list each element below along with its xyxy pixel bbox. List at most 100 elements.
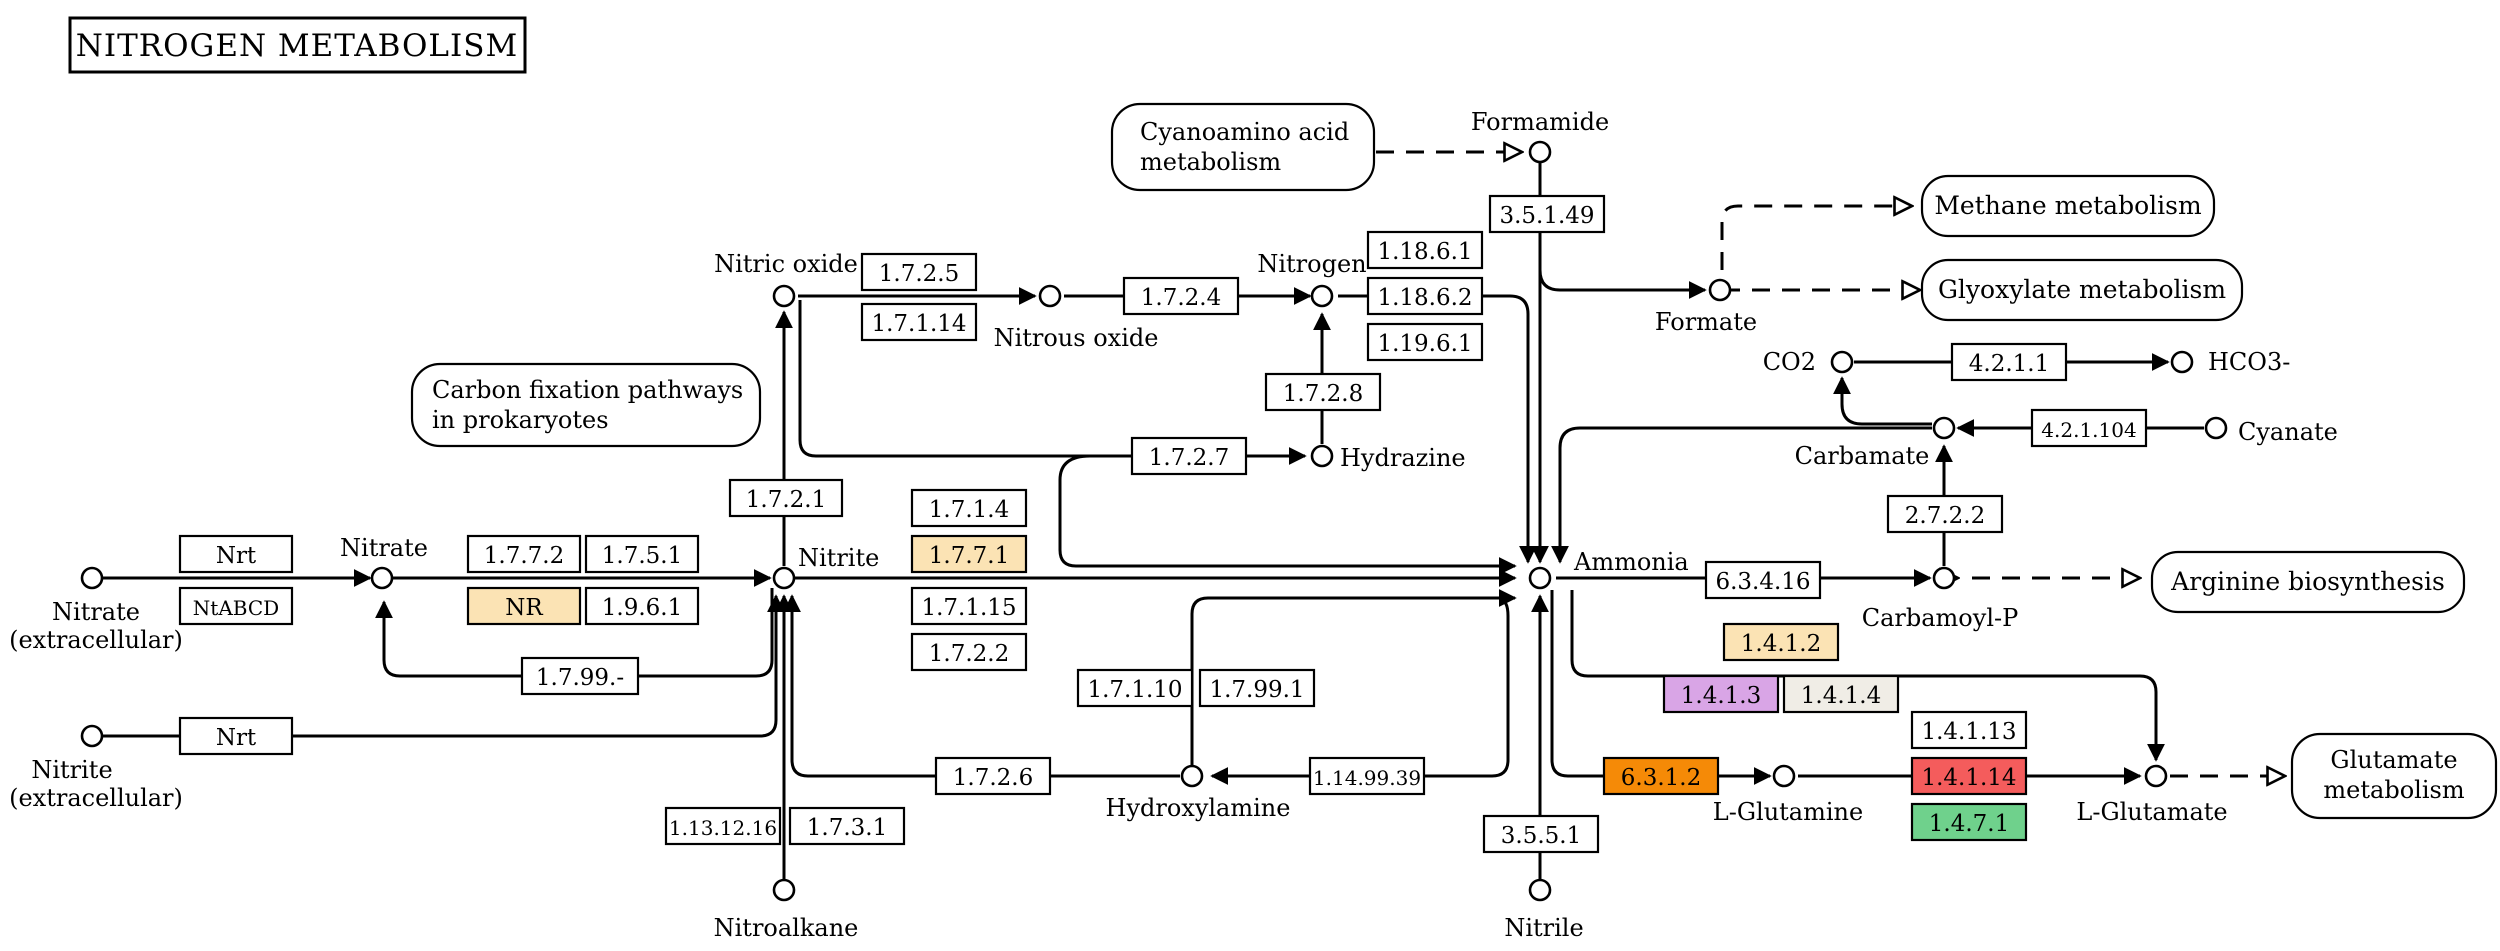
enzyme-nrt-2[interactable]: Nrt xyxy=(178,716,294,756)
enzyme-3-5-5-1[interactable]: 3.5.5.1 xyxy=(1482,814,1600,854)
enzyme-2-7-2-2[interactable]: 2.7.2.2 xyxy=(1886,494,2004,534)
node-formate[interactable] xyxy=(1708,278,1732,302)
node-nitrogen[interactable] xyxy=(1310,284,1334,308)
enzyme-1-9-6-1[interactable]: 1.9.6.1 xyxy=(584,586,700,626)
label-nitric-oxide: Nitric oxide xyxy=(714,250,858,278)
enzyme-1-7-2-8-label: 1.7.2.8 xyxy=(1283,381,1363,407)
node-nitrate-ext[interactable] xyxy=(80,566,104,590)
enzyme-1-4-1-3[interactable]: 1.4.1.3 xyxy=(1662,674,1780,714)
label-nitrate: Nitrate xyxy=(340,534,428,562)
node-carbamoyl-p[interactable] xyxy=(1932,566,1956,590)
map-glyoxylate-label: Glyoxylate metabolism xyxy=(1938,275,2226,304)
label-nitrate-ext-2: (extracellular) xyxy=(9,626,183,654)
enzyme-1-13-12-16[interactable]: 1.13.12.16 xyxy=(664,806,782,846)
label-nitrite-ext-2: (extracellular) xyxy=(9,784,183,812)
enzyme-1-4-1-2[interactable]: 1.4.1.2 xyxy=(1722,622,1840,662)
enzyme-nr[interactable]: NR xyxy=(466,586,582,626)
enzyme-ntabcd-label: NtABCD xyxy=(193,596,279,620)
map-cyanoamino[interactable]: Cyanoamino acid metabolism xyxy=(1110,102,1376,192)
enzyme-1-7-1-10[interactable]: 1.7.1.10 xyxy=(1076,668,1194,708)
node-nitrite-ext[interactable] xyxy=(80,724,104,748)
enzyme-1-4-1-2-label: 1.4.1.2 xyxy=(1741,631,1821,657)
enzyme-1-7-2-2[interactable]: 1.7.2.2 xyxy=(910,632,1028,672)
enzyme-1-7-7-2[interactable]: 1.7.7.2 xyxy=(466,534,582,574)
enzyme-1-7-2-2-label: 1.7.2.2 xyxy=(929,641,1009,667)
label-carbamate: Carbamate xyxy=(1795,442,1930,470)
label-cyanate: Cyanate xyxy=(2238,418,2338,446)
enzyme-6-3-1-2-label: 6.3.1.2 xyxy=(1621,765,1701,791)
node-hydroxylamine[interactable] xyxy=(1180,764,1204,788)
map-glutamate[interactable]: Glutamate metabolism xyxy=(2290,732,2498,820)
enzyme-1-4-1-13-label: 1.4.1.13 xyxy=(1921,719,2016,745)
enzyme-1-18-6-1[interactable]: 1.18.6.1 xyxy=(1366,230,1484,270)
enzyme-1-4-1-3-label: 1.4.1.3 xyxy=(1681,683,1761,709)
enzyme-1-7-2-8[interactable]: 1.7.2.8 xyxy=(1264,372,1382,412)
enzyme-1-7-2-4-label: 1.7.2.4 xyxy=(1141,285,1221,311)
enzyme-1-7-3-1[interactable]: 1.7.3.1 xyxy=(788,806,906,846)
node-nitroalkane[interactable] xyxy=(772,878,796,902)
enzyme-1-7-2-4[interactable]: 1.7.2.4 xyxy=(1122,276,1240,316)
map-carbon-fixation[interactable]: Carbon fixation pathways in prokaryotes xyxy=(410,362,762,448)
label-hydrazine: Hydrazine xyxy=(1340,444,1466,472)
enzyme-1-7-2-7-label: 1.7.2.7 xyxy=(1149,445,1229,471)
enzyme-6-3-1-2[interactable]: 6.3.1.2 xyxy=(1602,756,1720,796)
enzyme-1-7-99[interactable]: 1.7.99.- xyxy=(520,656,640,696)
title-box: NITROGEN METABOLISM xyxy=(68,16,527,74)
map-arginine[interactable]: Arginine biosynthesis xyxy=(2150,550,2466,614)
node-hydrazine[interactable] xyxy=(1310,444,1334,468)
enzyme-1-18-6-2[interactable]: 1.18.6.2 xyxy=(1366,276,1484,316)
enzyme-4-2-1-1[interactable]: 4.2.1.1 xyxy=(1950,342,2068,382)
map-glyoxylate[interactable]: Glyoxylate metabolism xyxy=(1920,258,2244,322)
label-hco3: HCO3- xyxy=(2208,348,2290,376)
enzyme-1-7-3-1-label: 1.7.3.1 xyxy=(807,815,887,841)
enzyme-6-3-4-16-label: 6.3.4.16 xyxy=(1715,569,1810,595)
enzyme-ntabcd[interactable]: NtABCD xyxy=(178,586,294,626)
enzyme-nr-label: NR xyxy=(505,595,543,621)
enzyme-1-4-7-1-label: 1.4.7.1 xyxy=(1929,811,2009,837)
enzyme-3-5-1-49[interactable]: 3.5.1.49 xyxy=(1488,194,1606,234)
node-nitrous-oxide[interactable] xyxy=(1038,284,1062,308)
enzyme-6-3-4-16[interactable]: 6.3.4.16 xyxy=(1704,560,1822,600)
enzyme-1-7-99-1[interactable]: 1.7.99.1 xyxy=(1198,668,1316,708)
enzyme-1-7-2-5[interactable]: 1.7.2.5 xyxy=(860,252,978,292)
enzyme-1-14-99-39-label: 1.14.99.39 xyxy=(1313,766,1421,790)
enzyme-1-19-6-1[interactable]: 1.19.6.1 xyxy=(1366,322,1484,362)
node-nitrite[interactable] xyxy=(772,566,796,590)
enzyme-1-4-1-4[interactable]: 1.4.1.4 xyxy=(1782,674,1900,714)
enzyme-1-7-2-7[interactable]: 1.7.2.7 xyxy=(1130,436,1248,476)
map-carbon-fixation-label-1: Carbon fixation pathways xyxy=(432,376,743,404)
node-nitrile[interactable] xyxy=(1528,878,1552,902)
enzyme-4-2-1-104[interactable]: 4.2.1.104 xyxy=(2030,408,2148,448)
enzyme-1-7-5-1[interactable]: 1.7.5.1 xyxy=(584,534,700,574)
node-l-glutamate[interactable] xyxy=(2144,764,2168,788)
node-carbamate[interactable] xyxy=(1932,416,1956,440)
enzyme-1-13-12-16-label: 1.13.12.16 xyxy=(669,816,777,840)
label-nitrate-ext: Nitrate xyxy=(52,598,140,626)
enzyme-boxes: Nrt NtABCD Nrt 1.7.7.2 1.7.5.1 NR 1.9.6.… xyxy=(178,194,2148,854)
enzyme-1-14-99-39[interactable]: 1.14.99.39 xyxy=(1308,756,1426,796)
enzyme-1-4-7-1[interactable]: 1.4.7.1 xyxy=(1910,802,2028,842)
enzyme-nrt-1[interactable]: Nrt xyxy=(178,534,294,574)
node-ammonia[interactable] xyxy=(1528,566,1552,590)
map-methane[interactable]: Methane metabolism xyxy=(1920,174,2216,238)
enzyme-1-7-2-1[interactable]: 1.7.2.1 xyxy=(728,478,844,518)
enzyme-1-7-1-14[interactable]: 1.7.1.14 xyxy=(860,302,978,342)
node-hco3[interactable] xyxy=(2170,350,2194,374)
enzyme-4-2-1-104-label: 4.2.1.104 xyxy=(2041,418,2136,442)
enzyme-1-7-1-15[interactable]: 1.7.1.15 xyxy=(910,586,1028,626)
enzyme-1-7-7-1[interactable]: 1.7.7.1 xyxy=(910,534,1028,574)
label-ammonia: Ammonia xyxy=(1573,548,1689,576)
enzyme-1-4-1-13[interactable]: 1.4.1.13 xyxy=(1910,710,2028,750)
label-l-glutamate: L-Glutamate xyxy=(2076,798,2227,826)
node-cyanate[interactable] xyxy=(2204,416,2228,440)
node-co2[interactable] xyxy=(1830,350,1854,374)
node-l-glutamine[interactable] xyxy=(1772,764,1796,788)
enzyme-4-2-1-1-label: 4.2.1.1 xyxy=(1969,351,2049,377)
enzyme-1-7-7-1-label: 1.7.7.1 xyxy=(929,543,1009,569)
node-nitrate[interactable] xyxy=(370,566,394,590)
enzyme-1-4-1-14[interactable]: 1.4.1.14 xyxy=(1910,756,2028,796)
node-formamide[interactable] xyxy=(1528,140,1552,164)
node-nitric-oxide[interactable] xyxy=(772,284,796,308)
enzyme-1-7-1-4[interactable]: 1.7.1.4 xyxy=(910,488,1028,528)
enzyme-1-7-2-6[interactable]: 1.7.2.6 xyxy=(934,756,1052,796)
